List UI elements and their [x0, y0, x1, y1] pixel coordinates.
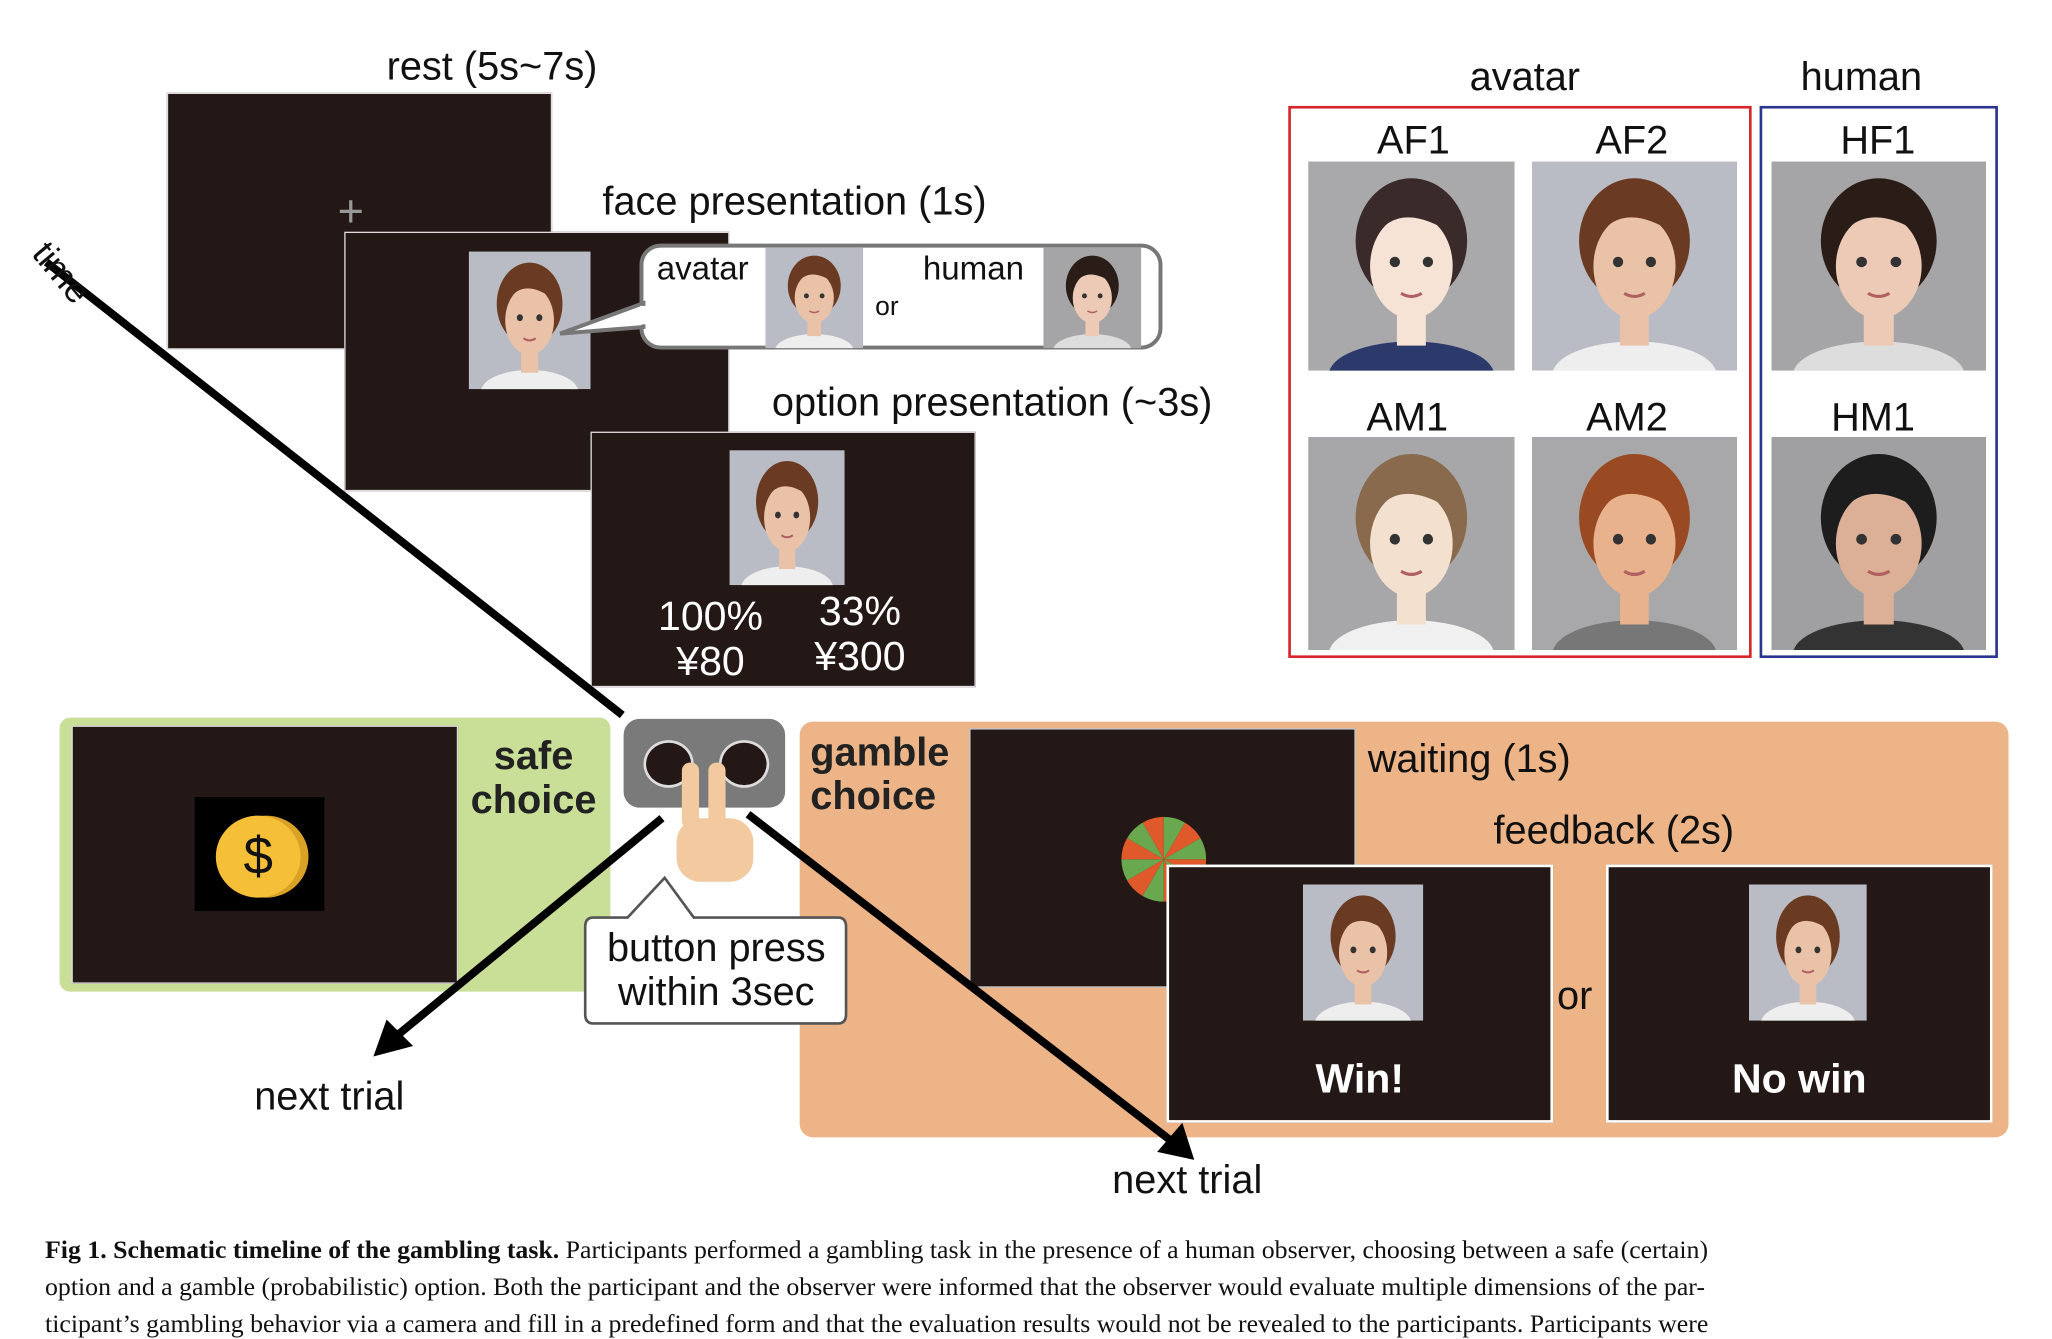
af2-label: AF2: [1595, 119, 1669, 163]
button-press-callout: [583, 875, 848, 1025]
bubble-human-label: human: [922, 250, 1025, 288]
gamble-amount: ¥300: [814, 632, 906, 680]
feedback-or-label: or: [1557, 974, 1593, 1019]
avatar-face-image: [729, 450, 845, 586]
win-text: Win!: [1315, 1055, 1404, 1102]
next-trial-left-label: next trial: [254, 1075, 405, 1119]
human-stimuli-box: [1759, 105, 1998, 659]
avatar-face-image: [1302, 884, 1424, 1021]
option-screen: 100% ¥80 33% ¥300: [590, 431, 976, 688]
am1-label: AM1: [1366, 395, 1449, 440]
no-win-text: No win: [1732, 1055, 1867, 1102]
wheel-segment: [1163, 816, 1185, 860]
af2-face-image: [1531, 161, 1738, 371]
safe-probability: 100%: [658, 593, 764, 640]
wheel-segment: [1121, 859, 1164, 881]
avatar-title: avatar: [1469, 55, 1581, 100]
caption-text-1: Participants performed a gambling task i…: [559, 1236, 1709, 1265]
gamble-option: 33% ¥300: [814, 589, 905, 679]
feedback-label: feedback (2s): [1493, 808, 1735, 853]
caption-title: Fig 1. Schematic timeline of the gamblin…: [45, 1236, 560, 1265]
wheel-segment: [1127, 859, 1164, 896]
next-trial-right-label: next trial: [1112, 1158, 1263, 1203]
wheel-segment: [1142, 859, 1164, 902]
safe-option: 100% ¥80: [658, 594, 763, 684]
option-presentation-label: option presentation (~3s): [771, 381, 1213, 426]
human-face-image: [1043, 247, 1142, 349]
hm1-label: HM1: [1831, 395, 1915, 440]
caption-line-1: Fig 1. Schematic timeline of the gamblin…: [45, 1238, 1708, 1264]
waiting-label: waiting (1s): [1367, 737, 1571, 782]
safe-amount: ¥80: [676, 638, 745, 685]
next-trial-arrow-right: [745, 811, 1175, 1145]
fixation-cross: +: [337, 186, 364, 237]
rest-label: rest (5s~7s): [386, 45, 598, 89]
gamble-probability: 33%: [818, 587, 901, 635]
hm1-face-image: [1771, 436, 1986, 651]
avatar-stimuli-box: [1288, 105, 1752, 659]
am2-label: AM2: [1586, 395, 1668, 440]
af1-face-image: [1308, 161, 1515, 371]
button-press-label: button press within 3sec: [606, 926, 826, 1015]
avatar-face-image: [1749, 884, 1867, 1021]
gamble-choice-label: gamble choice: [810, 730, 950, 819]
wheel-segment: [1163, 822, 1201, 860]
next-trial-arrow-left: [394, 815, 665, 1039]
bubble-avatar-label: avatar: [656, 250, 749, 288]
safe-choice-label: safe choice: [470, 734, 597, 823]
arrowhead-left: [373, 1019, 414, 1057]
hand-icon: [676, 762, 754, 882]
avatar-face-image: [468, 251, 591, 390]
bubble-pointer: [559, 300, 647, 336]
am1-face-image: [1308, 436, 1515, 651]
arrowhead-right: [1157, 1122, 1195, 1160]
wheel-segment: [1121, 838, 1164, 860]
wheel-segment: [1127, 822, 1164, 860]
caption-line-2: option and a gamble (probabilistic) opti…: [45, 1273, 1706, 1302]
face-type-bubble: avatar or human: [639, 243, 1163, 350]
wheel-segment: [1142, 816, 1164, 860]
hf1-label: HF1: [1840, 119, 1916, 163]
safe-screen: $: [71, 725, 459, 984]
af1-label: AF1: [1376, 119, 1450, 163]
no-win-screen: No win: [1606, 864, 1993, 1123]
bubble-or-label: or: [875, 292, 899, 322]
win-screen: Win!: [1166, 864, 1554, 1123]
wheel-segment: [1163, 838, 1207, 860]
hf1-face-image: [1771, 161, 1986, 371]
coin-icon: $: [194, 797, 325, 911]
button-box-icon: [623, 718, 786, 808]
am2-face-image: [1531, 436, 1738, 651]
human-title: human: [1800, 55, 1923, 100]
time-axis-line: [43, 259, 625, 719]
face-presentation-label: face presentation (1s): [602, 180, 987, 224]
caption-line-3: ticipant’s gambling behavior via a camer…: [45, 1310, 1709, 1339]
avatar-face-image: [765, 247, 864, 349]
